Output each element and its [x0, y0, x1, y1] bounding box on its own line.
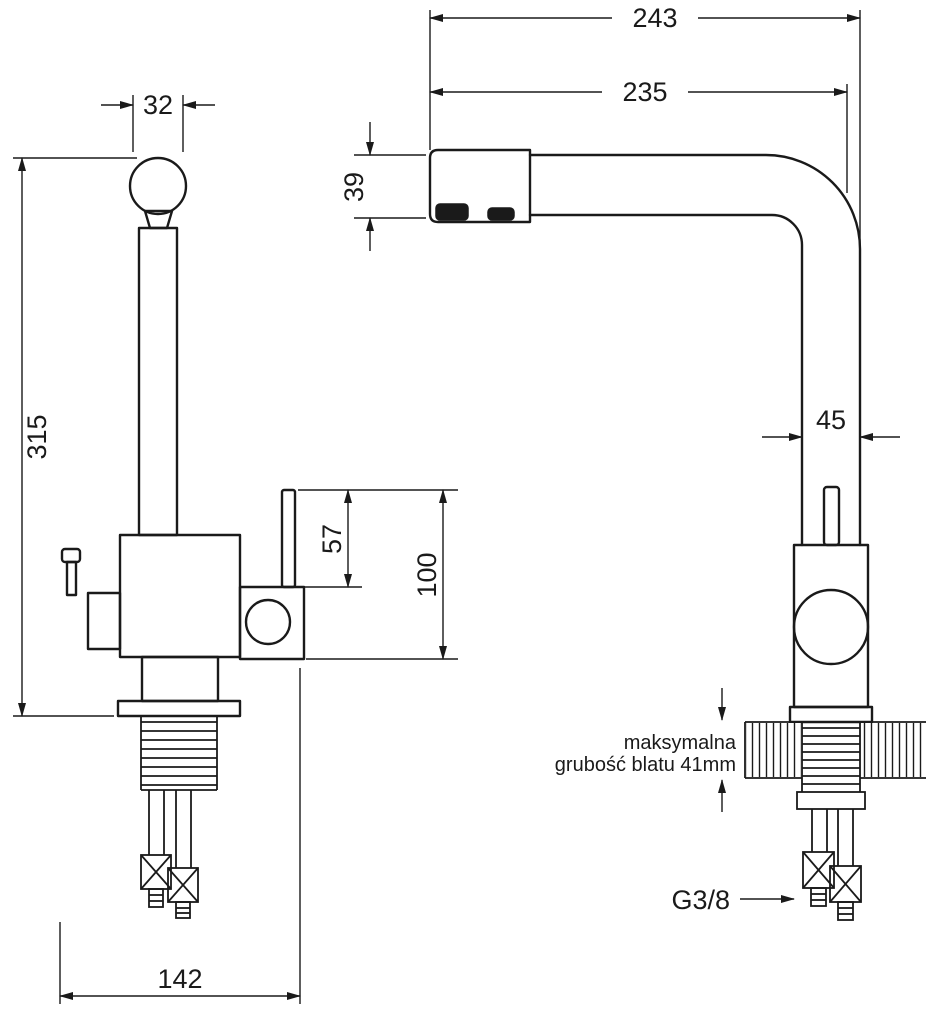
spout-head-side	[428, 148, 532, 224]
threaded-shank-side	[796, 722, 866, 810]
right-port	[238, 585, 306, 661]
right-port-joint	[244, 598, 292, 646]
body-side	[792, 543, 870, 709]
supply-hoses-side	[802, 809, 862, 921]
side-faucet-outline	[428, 148, 874, 724]
left-port	[86, 591, 122, 651]
dim-base-width-label: 142	[157, 964, 202, 994]
dim-overall-reach-label: 243	[632, 3, 677, 33]
base-flange-side	[788, 705, 874, 724]
spout-head-front	[128, 156, 188, 216]
dim-body-width-label: 45	[816, 405, 846, 435]
dim-total-height-label: 315	[22, 414, 52, 459]
riser-pipe-front	[137, 226, 179, 537]
dim-head-width-label: 32	[143, 90, 173, 120]
thread-size-label: G3/8	[671, 885, 730, 915]
body-upper-front	[118, 533, 242, 659]
supply-hoses-front	[140, 790, 199, 919]
front-faucet-outline	[60, 156, 306, 718]
spout-inner-curve	[528, 213, 804, 547]
aerator-detail	[435, 203, 515, 221]
counter-note-line1: maksymalna	[624, 732, 737, 754]
dimension-lines	[13, 10, 900, 1004]
counter-note-line2: grubość blatu 41mm	[555, 754, 736, 776]
dim-lever-section-label: 57	[317, 524, 347, 554]
base-flange-front	[116, 699, 242, 718]
mixer-lever-front	[280, 488, 297, 589]
lever-boss	[792, 588, 870, 666]
body-lower-front	[140, 655, 220, 703]
filter-handle-stem	[65, 560, 78, 597]
threaded-shank-front	[140, 716, 218, 791]
mixer-lever-side	[822, 485, 841, 547]
dim-spout-reach-label: 235	[622, 77, 667, 107]
countertop	[744, 721, 926, 779]
filter-handle-knob	[60, 547, 82, 564]
dim-spout-height-label: 39	[339, 172, 369, 202]
side-view	[428, 148, 926, 921]
spout-outer-curve	[528, 153, 862, 547]
front-view	[60, 156, 306, 919]
dim-body-section-label: 100	[412, 552, 442, 597]
dimension-labels: 32 315 57 100 142 243 235 39 45 maksymal…	[22, 3, 846, 994]
